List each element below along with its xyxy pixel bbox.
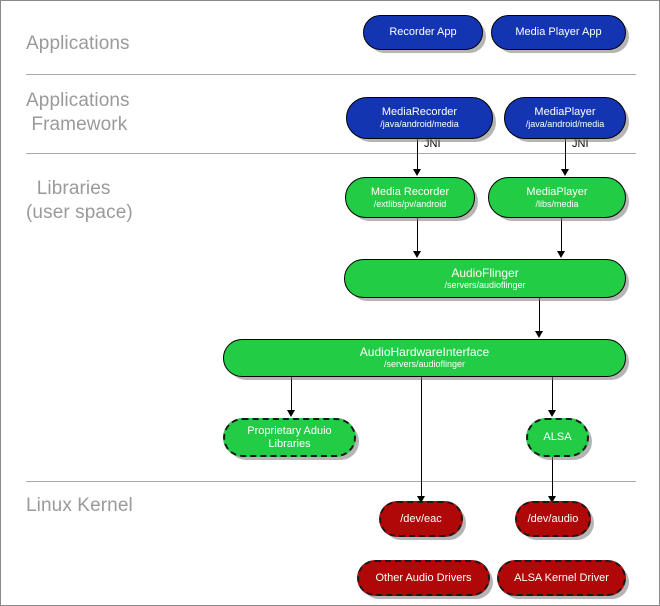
node-subtitle: /libs/media (535, 198, 579, 209)
arrowhead-mediarecorder-jni (413, 169, 421, 176)
arrowhead-mediarecorderlib-audioflinger (413, 251, 421, 258)
connector-audioflinger-audiohardwareinterface (539, 297, 540, 332)
connector-mediarecorder-jni (417, 139, 418, 171)
layer-label-kernel: Linux Kernel (26, 495, 133, 516)
node-title: AudioFlinger (451, 265, 519, 280)
node-title: ALSA Kernel Driver (514, 571, 609, 584)
node-title-line2: Libraries (268, 437, 311, 450)
arrowhead-mediaplayer-jni (561, 169, 569, 176)
divider-framework (26, 153, 636, 154)
connector-mediarecorderlib-audioflinger (417, 218, 418, 252)
node-alsa-kernel-driver[interactable]: ALSA Kernel Driver (497, 560, 626, 596)
node-title: MediaPlayer (534, 106, 596, 118)
node-title: /dev/audio (527, 512, 579, 525)
node-title: Recorder App (389, 26, 457, 38)
node-subtitle: /java/android/media (525, 119, 605, 129)
edge-label-jni-left: JNI (424, 138, 441, 150)
node-alsa[interactable]: ALSA (526, 418, 589, 457)
node-mediaplayer-framework[interactable]: MediaPlayer /java/android/media (504, 97, 626, 139)
node-dev-audio[interactable]: /dev/audio (515, 501, 591, 537)
arrowhead-mediaplayerlib-audioflinger (557, 251, 565, 258)
node-recorder-app[interactable]: Recorder App (363, 15, 483, 50)
arrowhead-ahi-deveac (417, 496, 425, 503)
divider-applications (26, 74, 636, 75)
arrowhead-alsa-devaudio (548, 496, 556, 503)
node-title: ALSA (543, 431, 572, 443)
node-title: AudioHardwareInterface (359, 345, 490, 359)
connector-ahi-deveac (421, 376, 422, 499)
node-dev-eac[interactable]: /dev/eac (379, 501, 463, 537)
layer-label-framework: Applications Framework (26, 90, 130, 135)
divider-libraries (26, 481, 636, 482)
node-proprietary-audio-libraries[interactable]: Proprietary Aduio Libraries (223, 418, 356, 457)
node-audioflinger[interactable]: AudioFlinger /servers/audioflinger (344, 259, 626, 298)
node-title: /dev/eac (400, 512, 442, 525)
node-mediaplayer-library[interactable]: MediaPlayer /libs/media (488, 177, 626, 218)
node-audiohardwareinterface[interactable]: AudioHardwareInterface /servers/audiofli… (223, 339, 626, 377)
arrowhead-ahi-alsa (548, 410, 556, 417)
node-subtitle: /servers/audioflinger (383, 359, 466, 369)
connector-ahi-proprietary (291, 376, 292, 412)
node-media-player-app[interactable]: Media Player App (491, 15, 626, 50)
connector-mediaplayer-jni (565, 139, 566, 171)
arrowhead-ahi-proprietary (287, 410, 295, 417)
connector-ahi-alsa (552, 376, 553, 412)
node-mediarecorder-framework[interactable]: MediaRecorder /java/android/media (346, 97, 493, 139)
node-title: Media Recorder (370, 185, 450, 198)
node-title: Proprietary Aduio (247, 424, 332, 437)
node-other-audio-drivers[interactable]: Other Audio Drivers (357, 560, 490, 596)
node-media-recorder-library[interactable]: Media Recorder /extlibs/pv/android (345, 177, 475, 218)
node-subtitle: /servers/audioflinger (444, 279, 526, 290)
node-subtitle: /extlibs/pv/android (373, 198, 447, 209)
layer-label-applications: Applications (26, 33, 130, 54)
node-subtitle: /java/android/media (380, 119, 459, 129)
edge-label-jni-right: JNI (572, 138, 589, 150)
connector-alsa-devaudio (552, 456, 553, 499)
connector-mediaplayerlib-audioflinger (561, 218, 562, 252)
node-title: Other Audio Drivers (375, 571, 472, 584)
layer-label-libraries: Libraries (user space) (26, 178, 133, 223)
node-title: Media Player App (515, 26, 602, 38)
node-title: MediaPlayer (526, 185, 588, 198)
node-title: MediaRecorder (381, 106, 458, 118)
arrowhead-audioflinger-audiohardwareinterface (535, 331, 543, 338)
